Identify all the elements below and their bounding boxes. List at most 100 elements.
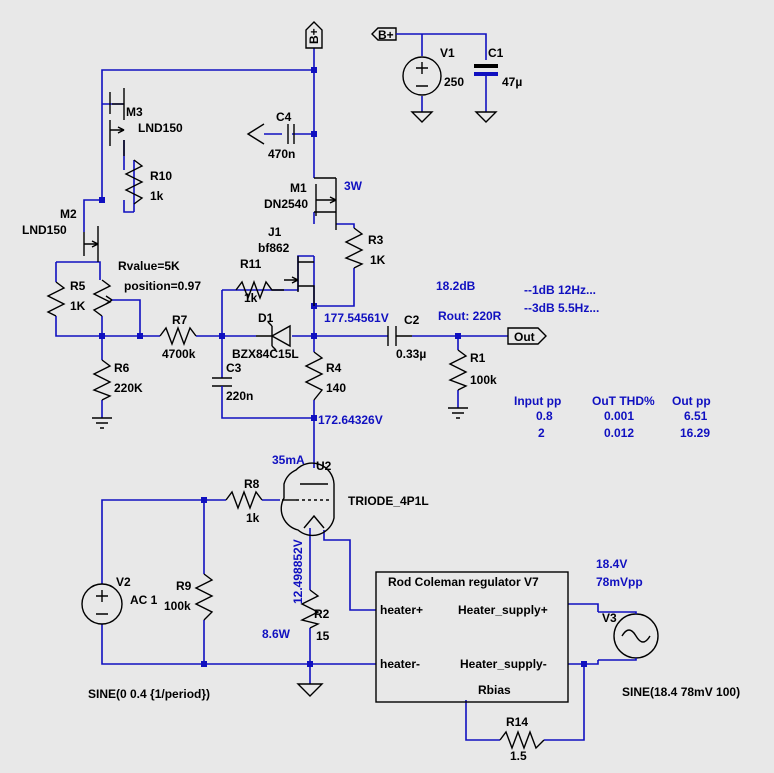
svg-text:220K: 220K — [114, 381, 143, 395]
svg-text:LND150: LND150 — [138, 121, 183, 135]
svg-text:18.2dB: 18.2dB — [436, 279, 476, 293]
resistor-r9: R9 100k — [164, 573, 214, 621]
svg-text:LND150: LND150 — [22, 223, 67, 237]
svg-text:3W: 3W — [344, 179, 363, 193]
source-v2: V2 AC 1 SINE(0 0.4 {1/period}) — [81, 575, 210, 701]
resistor-r4: R4 140 — [304, 351, 346, 401]
potentiometer: Rvalue=5K position=0.97 — [92, 259, 201, 317]
capacitor-c4: C4 470n — [246, 110, 295, 161]
svg-text:0.012: 0.012 — [604, 426, 634, 440]
svg-text:R4: R4 — [326, 361, 342, 375]
annotations: 3W 177.54561V 172.64326V 18.2dB --1dB 12… — [262, 179, 643, 641]
resistor-r2: R2 15 — [296, 589, 330, 697]
svg-text:C4: C4 — [276, 110, 292, 124]
svg-text:M1: M1 — [290, 181, 307, 195]
svg-text:220n: 220n — [226, 389, 253, 403]
svg-text:12.498852V: 12.498852V — [291, 539, 305, 604]
svg-text:OuT THD%: OuT THD% — [592, 394, 655, 408]
svg-text:R7: R7 — [172, 313, 188, 327]
capacitor-c3: C3 220n — [212, 361, 253, 410]
svg-text:18.4V: 18.4V — [596, 557, 627, 571]
svg-text:0.33µ: 0.33µ — [396, 347, 426, 361]
svg-text:R11: R11 — [240, 257, 262, 271]
svg-text:172.64326V: 172.64326V — [318, 413, 383, 427]
mosfet-m3: M3 LND150 — [109, 88, 183, 156]
svg-text:Heater_supply-: Heater_supply- — [460, 657, 547, 671]
svg-text:C3: C3 — [226, 361, 242, 375]
svg-text:1.5: 1.5 — [510, 749, 527, 763]
svg-text:Rvalue=5K: Rvalue=5K — [118, 259, 180, 273]
svg-text:4700k: 4700k — [162, 347, 196, 361]
svg-text:0.001: 0.001 — [604, 409, 634, 423]
resistor-r11: R11 1k — [235, 257, 284, 305]
svg-text:--3dB 5.5Hz...: --3dB 5.5Hz... — [524, 301, 599, 315]
resistor-r5: R5 1K — [46, 279, 86, 317]
svg-text:6.51: 6.51 — [684, 409, 708, 423]
capacitor-c2: C2 0.33µ — [387, 313, 426, 361]
svg-text:R3: R3 — [368, 233, 384, 247]
resistor-r3: R3 1K — [344, 227, 386, 269]
svg-text:15: 15 — [316, 629, 330, 643]
svg-text:100k: 100k — [470, 373, 497, 387]
svg-text:R8: R8 — [244, 477, 260, 491]
mosfet-m1: M1 DN2540 — [264, 177, 337, 230]
svg-text:C2: C2 — [404, 313, 420, 327]
bplus-flag-top: B+ — [305, 21, 323, 49]
svg-text:--1dB 12Hz...: --1dB 12Hz... — [524, 283, 596, 297]
svg-text:250: 250 — [444, 75, 464, 89]
svg-text:DN2540: DN2540 — [264, 197, 308, 211]
svg-text:R2: R2 — [314, 607, 330, 621]
svg-text:V3: V3 — [602, 611, 617, 625]
svg-text:R1: R1 — [470, 351, 486, 365]
jfet-j1: J1 bf862 — [258, 225, 315, 306]
svg-text:U2: U2 — [316, 459, 332, 473]
svg-text:M2: M2 — [60, 207, 77, 221]
zener-d1: D1 BZX84C15L — [232, 311, 299, 361]
svg-text:47µ: 47µ — [502, 75, 522, 89]
supply-v1: B+ V1 250 C1 47µ — [371, 27, 522, 123]
svg-text:Input pp: Input pp — [514, 394, 561, 408]
svg-text:1K: 1K — [370, 253, 386, 267]
svg-text:140: 140 — [326, 381, 346, 395]
svg-text:0.8: 0.8 — [536, 409, 553, 423]
svg-text:Out pp: Out pp — [672, 394, 711, 408]
svg-text:TRIODE_4P1L: TRIODE_4P1L — [348, 494, 429, 508]
svg-text:470n: 470n — [268, 147, 295, 161]
resistor-r10: R10 1k — [124, 159, 172, 205]
resistor-r6: R6 220K — [92, 359, 143, 429]
resistor-r14: R14 1.5 — [499, 715, 545, 763]
svg-text:Rbias: Rbias — [478, 683, 511, 697]
svg-text:bf862: bf862 — [258, 241, 290, 255]
resistor-r7: R7 4700k — [159, 313, 197, 361]
svg-text:100k: 100k — [164, 599, 191, 613]
svg-text:M3: M3 — [126, 105, 143, 119]
svg-text:C1: C1 — [488, 46, 504, 60]
svg-text:2: 2 — [538, 426, 545, 440]
resistor-r8: R8 1k — [225, 477, 263, 525]
svg-text:R5: R5 — [70, 279, 86, 293]
svg-text:Rod Coleman regulator V7: Rod Coleman regulator V7 — [388, 575, 539, 589]
junctions — [99, 67, 587, 667]
regulator-box: Rod Coleman regulator V7 heater+ heater-… — [375, 571, 569, 703]
svg-text:8.6W: 8.6W — [262, 627, 291, 641]
svg-text:BZX84C15L: BZX84C15L — [232, 347, 299, 361]
svg-text:J1: J1 — [268, 225, 282, 239]
svg-text:D1: D1 — [258, 311, 274, 325]
svg-text:V2: V2 — [116, 575, 131, 589]
svg-text:1K: 1K — [70, 299, 86, 313]
triode-u2: U2 TRIODE_4P1L — [280, 459, 429, 537]
svg-text:B+: B+ — [378, 28, 394, 42]
svg-text:SINE(0 0.4 {1/period}): SINE(0 0.4 {1/period}) — [88, 687, 210, 701]
out-flag: Out — [507, 327, 547, 345]
svg-text:Out: Out — [514, 330, 535, 344]
resistor-r1: R1 100k — [448, 349, 497, 419]
svg-text:1k: 1k — [246, 511, 260, 525]
svg-text:position=0.97: position=0.97 — [124, 279, 201, 293]
source-v3: V3 SINE(18.4 78mV 100) — [598, 611, 740, 699]
svg-text:Rout: 220R: Rout: 220R — [438, 309, 502, 323]
svg-text:R9: R9 — [176, 579, 192, 593]
svg-text:V1: V1 — [440, 46, 455, 60]
svg-text:AC 1: AC 1 — [130, 593, 158, 607]
